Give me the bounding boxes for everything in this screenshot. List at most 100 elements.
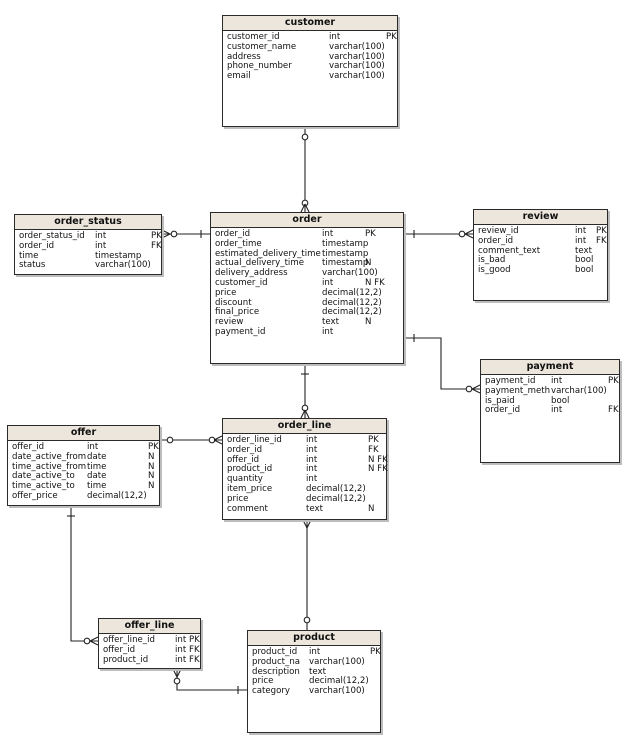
attribute-flags: N FK — [365, 277, 385, 288]
entity-title: product — [248, 631, 380, 646]
zero-optional-circle — [303, 616, 311, 624]
entity-title: order_status — [15, 215, 161, 230]
attribute-flags: N — [365, 317, 372, 328]
crows-foot-many-icon — [304, 409, 310, 419]
attribute-name: is_bad — [478, 255, 506, 266]
attribute-name: order_id — [478, 235, 514, 246]
attribute-flags: FK — [368, 444, 379, 455]
zero-optional-circle — [166, 436, 174, 444]
attribute-type: int — [95, 240, 107, 251]
attribute-type: bool — [575, 265, 594, 276]
attribute-type: varchar(100) — [551, 385, 607, 396]
attribute-name: customer_id — [215, 277, 268, 288]
attribute-name: is_paid — [485, 395, 515, 406]
attribute-name: payment_id — [485, 376, 536, 386]
attribute-type: decimal(12,2) — [322, 297, 382, 308]
attribute-type: time — [87, 481, 107, 492]
crows-foot-many-icon — [300, 203, 306, 213]
attribute-name: customer_id — [227, 32, 280, 42]
attribute-flags: PK — [365, 229, 376, 239]
attribute-flags: PK — [596, 226, 607, 236]
entity-title: offer — [8, 426, 159, 441]
attribute-name: comment — [227, 503, 268, 514]
attribute-row: is_bad bool — [478, 256, 604, 266]
attribute-type: int — [322, 229, 334, 239]
attribute-type: int — [575, 235, 587, 246]
attribute-type: int — [329, 32, 341, 42]
attribute-type: decimal(12,2) — [322, 307, 382, 318]
zero-optional-circle — [301, 199, 309, 207]
attribute-type: decimal(12,2) — [322, 287, 382, 298]
crows-foot-many-icon — [89, 640, 99, 646]
attribute-row: order_time timestamp — [215, 238, 400, 250]
attribute-name: payment_meth — [485, 385, 551, 396]
attribute-flags: FK — [189, 644, 200, 655]
attribute-type: varchar(100) — [329, 41, 385, 52]
attribute-flags: FK — [189, 654, 200, 665]
attribute-name: item_price — [227, 483, 273, 494]
attribute-name: order_time — [215, 238, 262, 249]
attribute-name: comment_text — [478, 245, 541, 256]
attribute-row: price decimal(12,2) — [215, 287, 400, 299]
attribute-flags: FK — [596, 235, 607, 246]
attribute-type: int — [95, 231, 107, 241]
attribute-type: varchar(100) — [309, 686, 365, 697]
attribute-type: text — [575, 245, 592, 256]
attribute-name: time_active_from — [12, 461, 87, 472]
attribute-name: price — [215, 287, 237, 298]
attribute-type: int — [322, 277, 334, 288]
attribute-type: int — [322, 326, 334, 337]
attribute-type: int — [175, 635, 187, 645]
attribute-type: int — [306, 444, 318, 455]
attribute-type: bool — [551, 395, 570, 406]
attribute-type: int — [306, 454, 318, 465]
attribute-name: email — [227, 71, 251, 82]
attribute-type: int — [87, 442, 99, 452]
rel-order-payment-line — [404, 337, 480, 390]
crows-foot-many-icon — [300, 409, 306, 419]
attribute-type: int — [309, 647, 321, 657]
attribute-row: order_id int FK — [478, 235, 607, 247]
attribute-type: timestamp — [322, 238, 369, 249]
attribute-flags: PK — [151, 231, 162, 241]
attribute-type: timestamp — [95, 250, 142, 261]
attribute-name: price — [252, 676, 274, 687]
attribute-type: int — [575, 226, 587, 236]
zero-optional-circle — [301, 133, 309, 141]
attribute-type: text — [309, 666, 326, 677]
attribute-type: varchar(100) — [329, 61, 385, 72]
attribute-type: bool — [575, 255, 594, 266]
attribute-flags: N — [368, 503, 375, 514]
attribute-flags: N — [148, 481, 155, 492]
zero-optional-circle — [208, 436, 216, 444]
attribute-name: actual_delivery_time — [215, 258, 304, 269]
attribute-flags: N — [365, 258, 372, 269]
